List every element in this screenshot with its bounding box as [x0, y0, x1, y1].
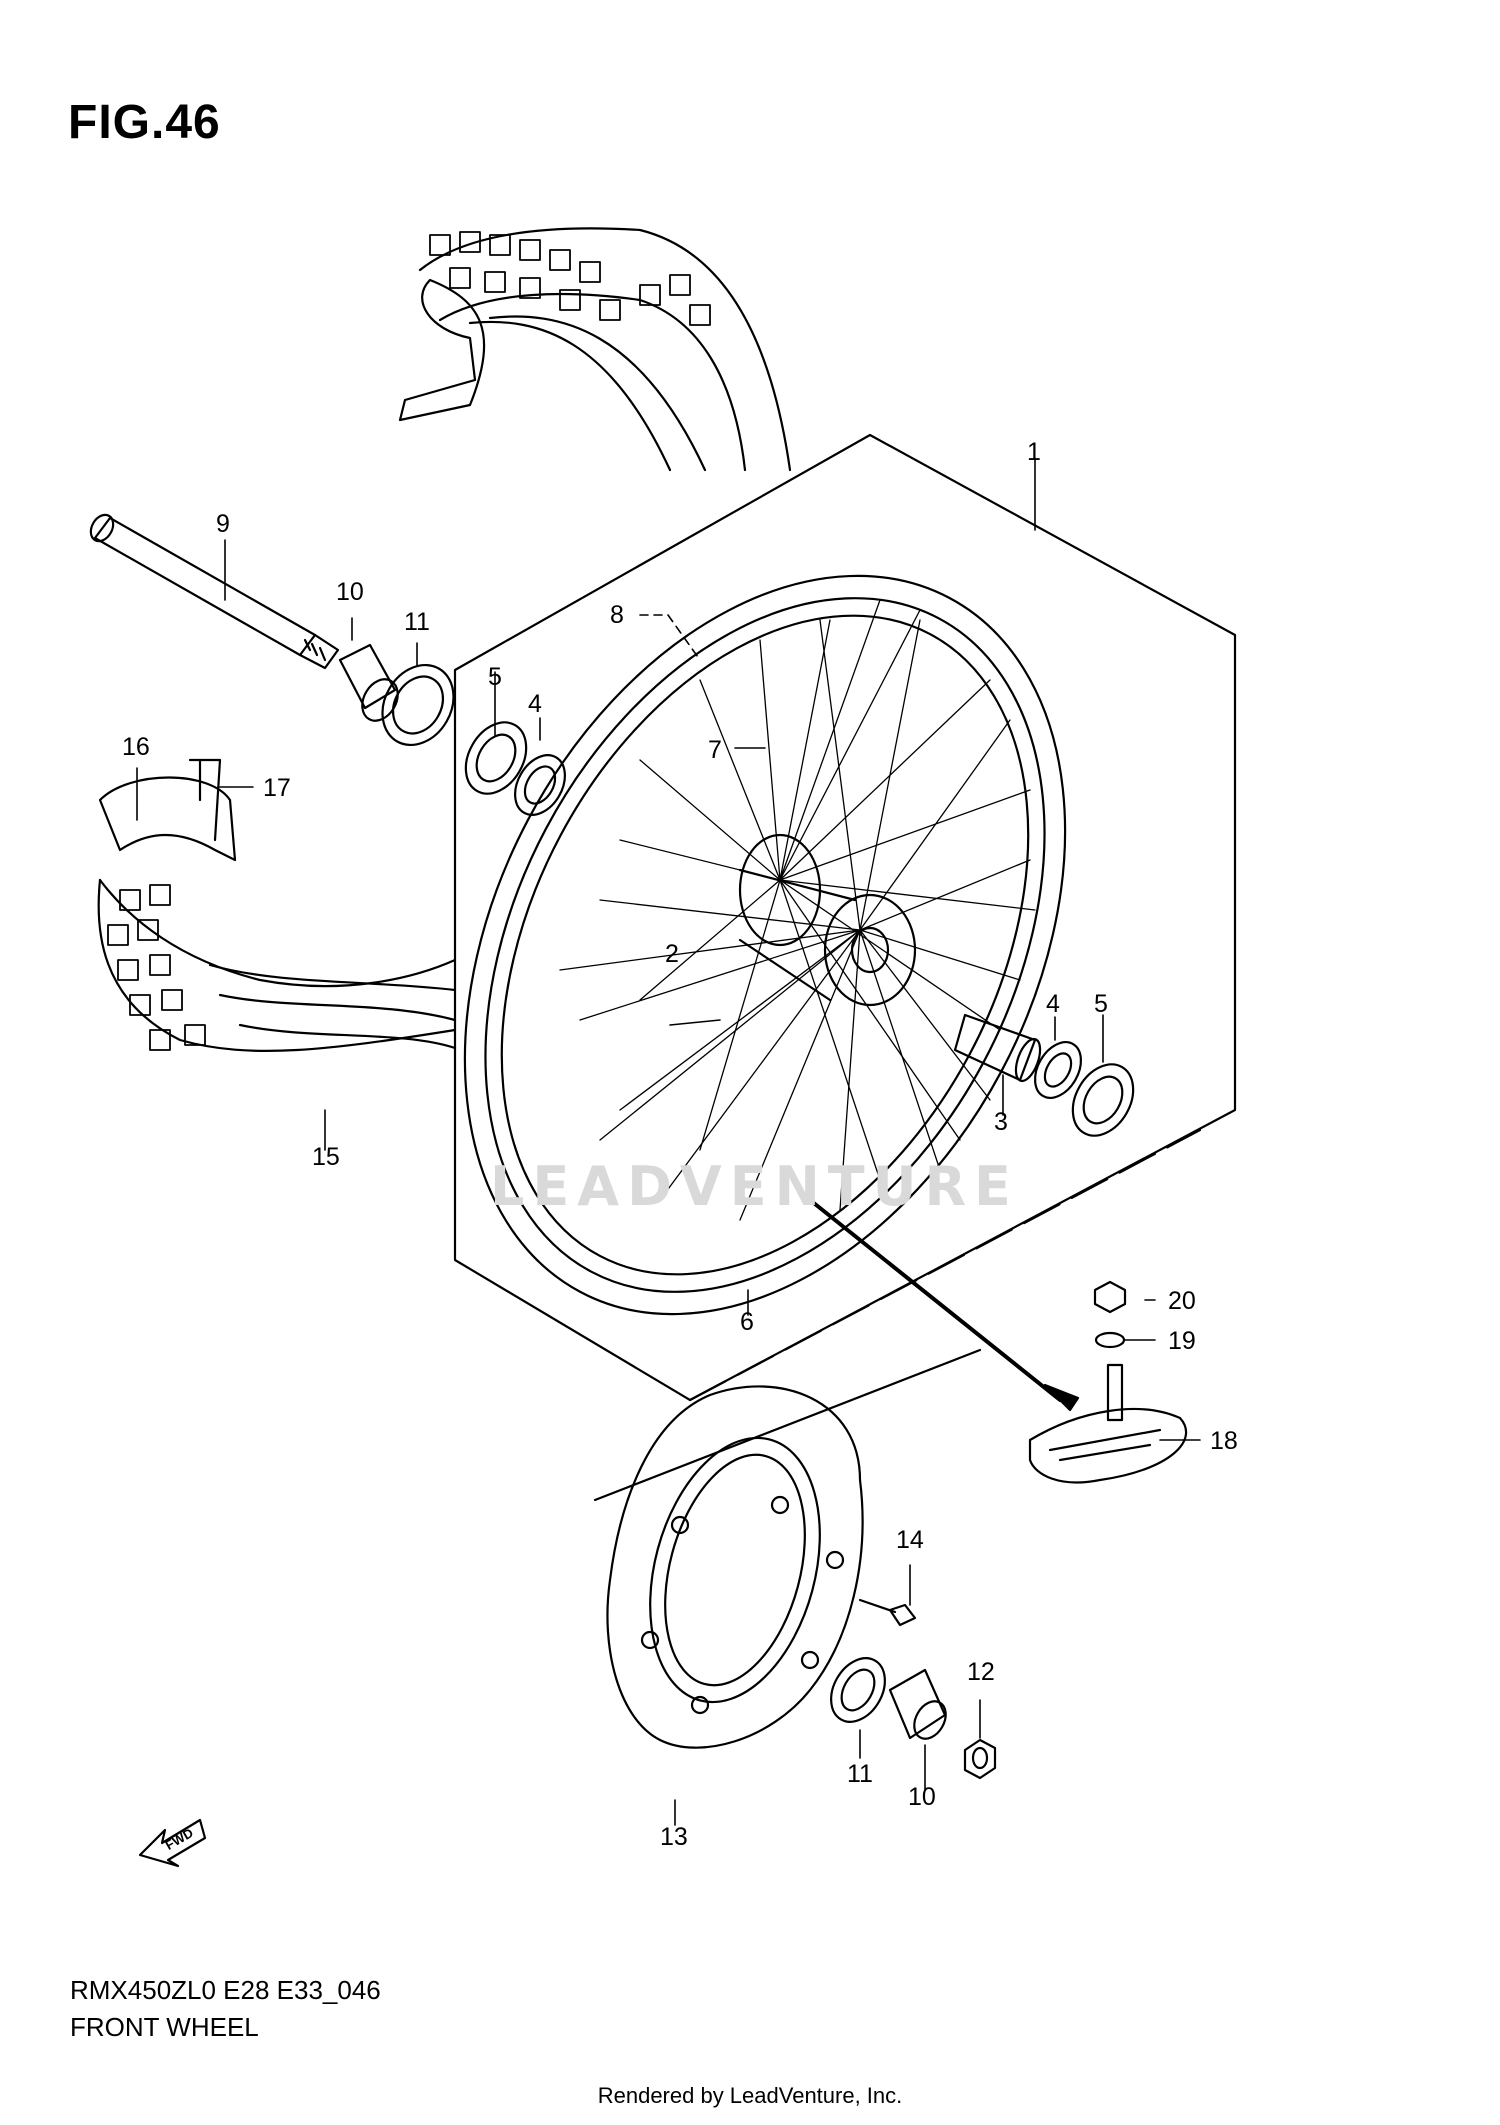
lower-hub-parts-drawing: [830, 1657, 997, 1780]
footer-credit: Rendered by LeadVenture, Inc.: [597, 2083, 903, 2108]
callout-7: 7: [708, 736, 722, 764]
callout-11-lower: 11: [847, 1760, 873, 1788]
left-hub-parts-drawing: [338, 643, 566, 816]
callout-19: 19: [1168, 1327, 1196, 1355]
fwd-arrow-drawing: [138, 1818, 207, 1868]
callout-5-left: 5: [488, 663, 502, 691]
watermark-text: LEADVENTURE: [490, 1155, 1019, 1218]
tire-drawing: [97, 227, 792, 1052]
callout-13: 13: [660, 1823, 688, 1851]
assembly-outline: [453, 433, 1237, 1402]
callout-4-right: 4: [1046, 990, 1060, 1018]
callout-9: 9: [216, 510, 230, 538]
diagram-caption: FRONT WHEEL: [70, 2012, 259, 2042]
callout-16: 16: [122, 733, 150, 761]
callout-14: 14: [896, 1526, 924, 1554]
brake-disc-drawing: [593, 1348, 982, 1749]
callout-2: 2: [665, 940, 679, 968]
callout-11-upper: 11: [404, 608, 430, 636]
axle-drawing: [89, 513, 340, 670]
wheel-rim-drawing: [463, 574, 1067, 1316]
figure-title: FIG.46: [68, 96, 221, 149]
callout-20: 20: [1168, 1287, 1196, 1315]
rim-lock-drawing: [808, 1198, 1187, 1484]
callout-15: 15: [312, 1143, 340, 1171]
callout-17: 17: [263, 774, 291, 802]
callout-4-left: 4: [528, 690, 542, 718]
disc-bolt-drawing: [858, 1598, 917, 1627]
callout-1: 1: [1027, 438, 1041, 466]
callout-5-right: 5: [1094, 990, 1108, 1018]
callout-3: 3: [994, 1108, 1008, 1136]
callout-10-lower: 10: [908, 1783, 936, 1811]
callout-10-upper: 10: [336, 578, 364, 606]
callout-18: 18: [1210, 1427, 1238, 1455]
callout-6: 6: [740, 1308, 754, 1336]
callout-8: 8: [610, 601, 624, 629]
right-hub-parts-drawing: [1033, 1041, 1135, 1137]
callout-12: 12: [967, 1658, 995, 1686]
model-code: RMX450ZL0 E28 E33_046: [70, 1975, 381, 2005]
